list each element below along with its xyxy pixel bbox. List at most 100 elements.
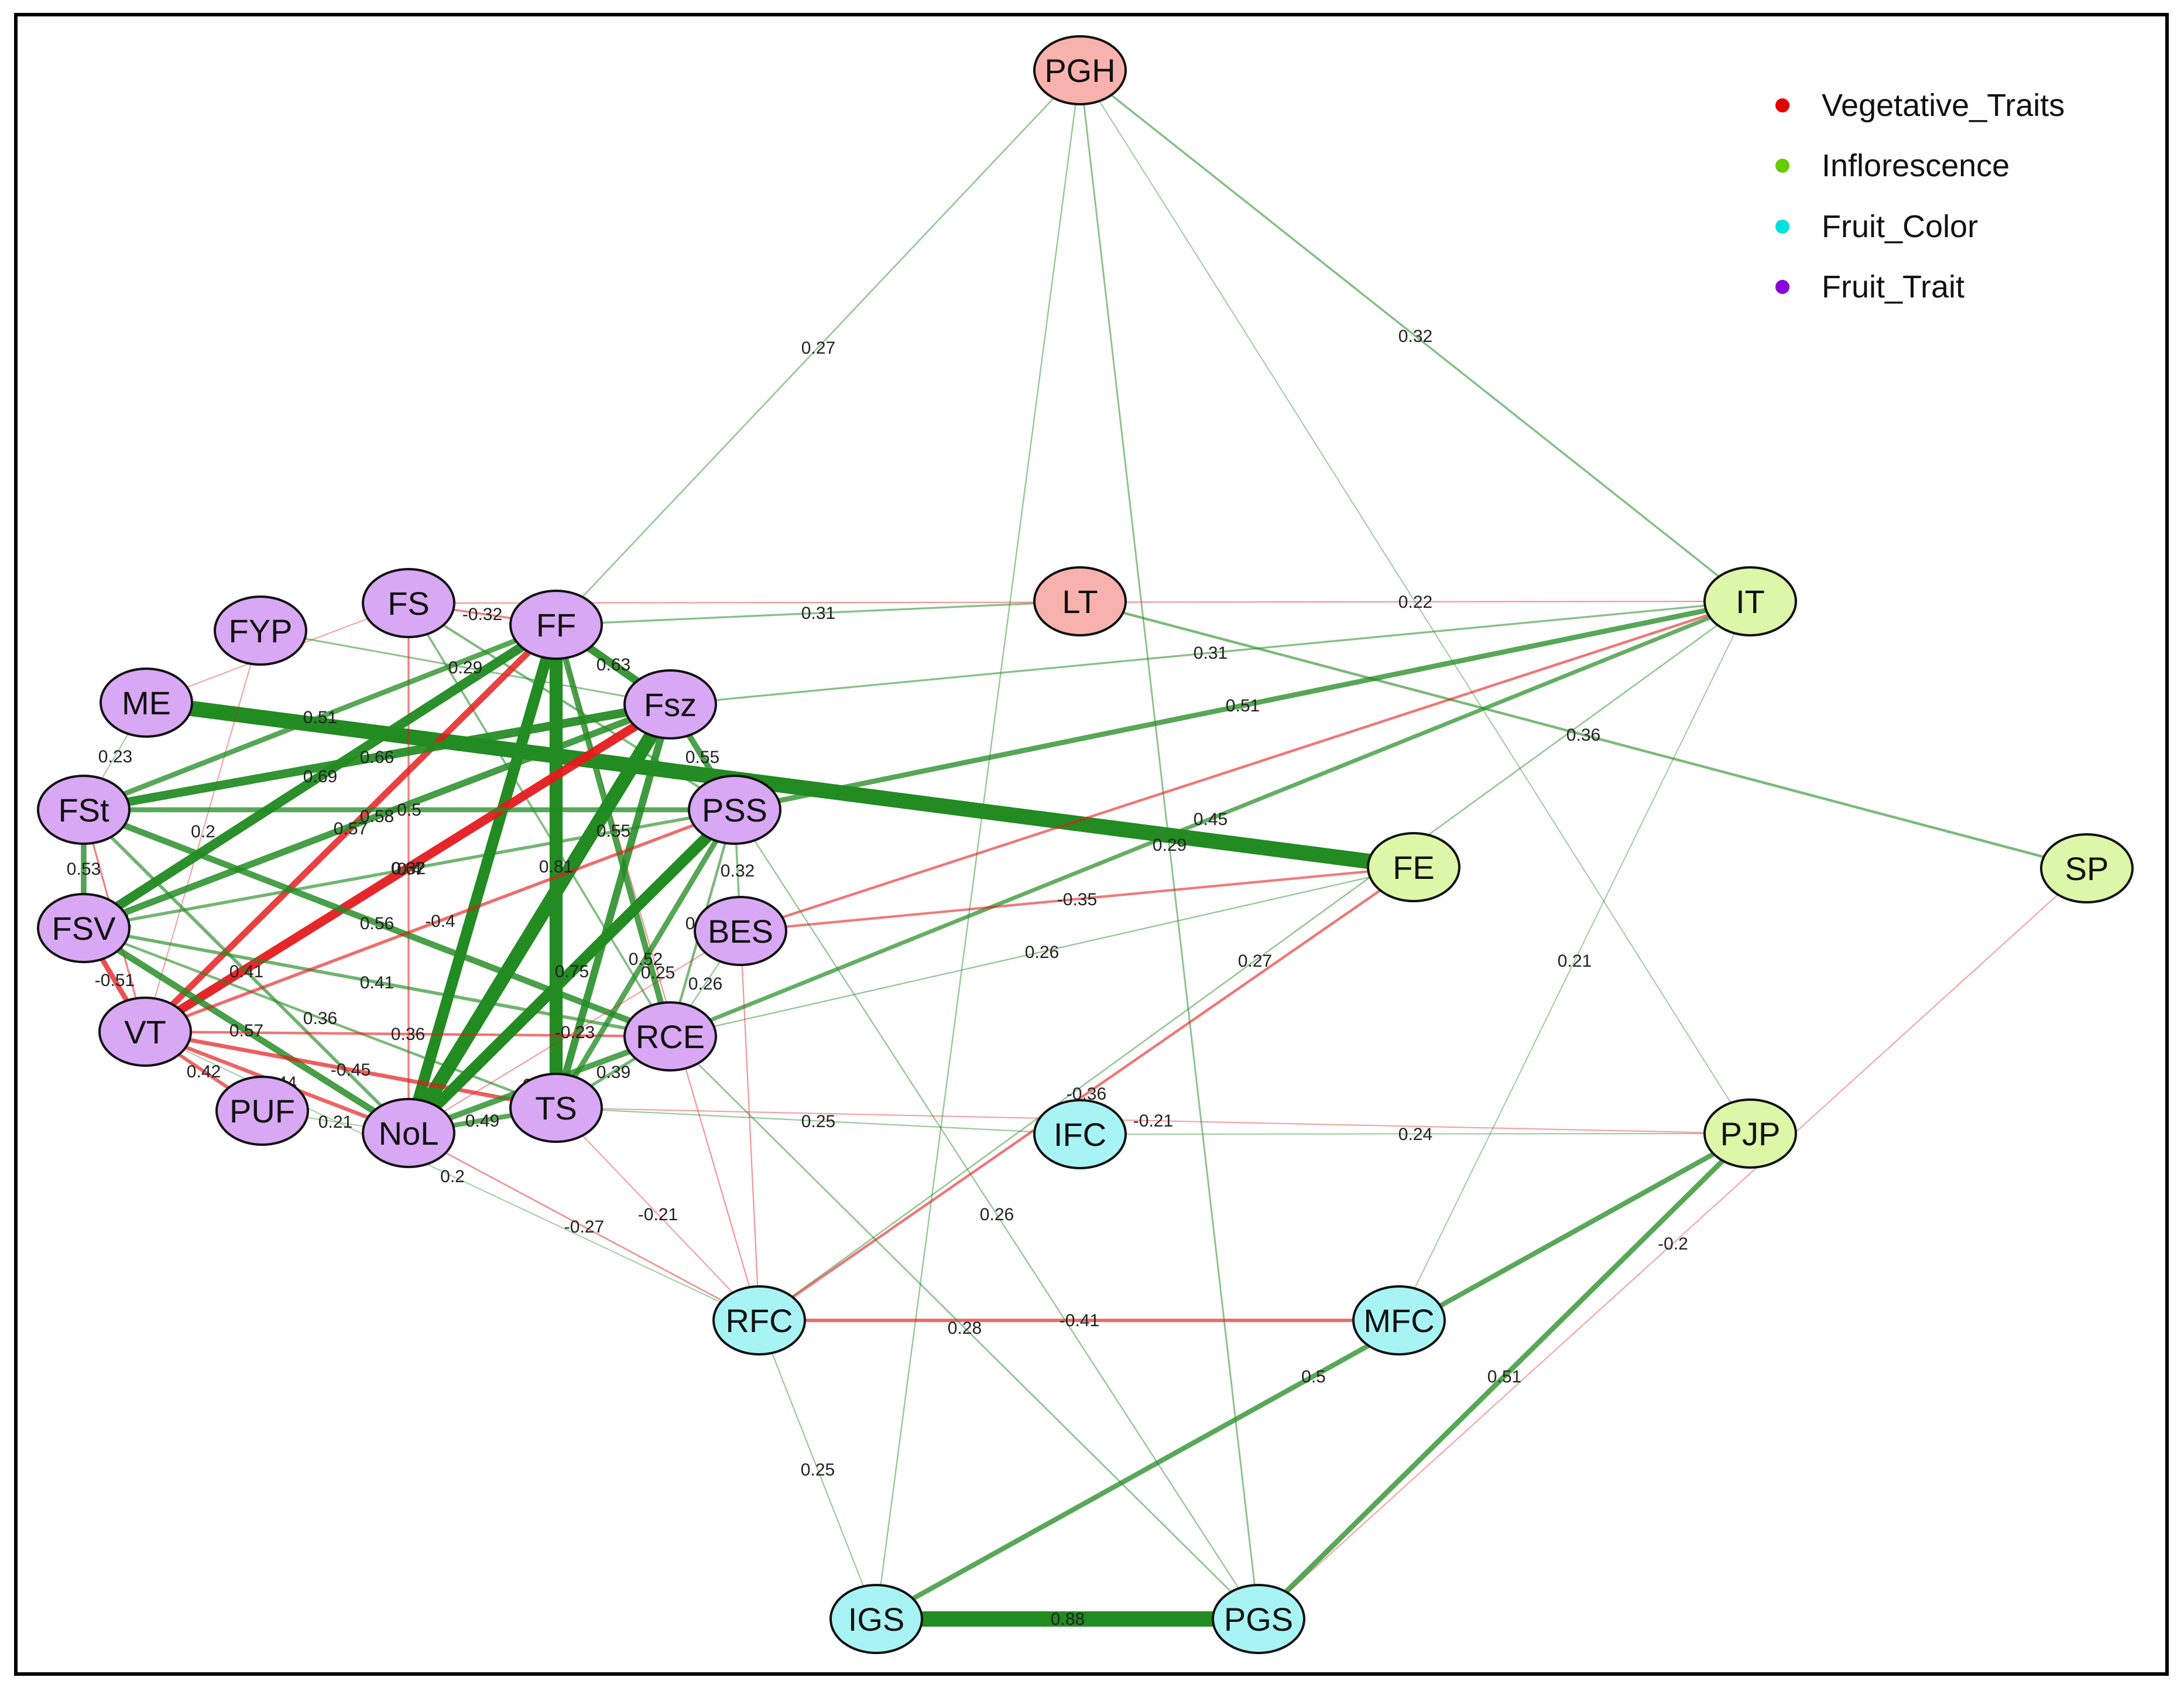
node-pgh[interactable]: PGH (1033, 35, 1127, 105)
node-pjp[interactable]: PJP (1703, 1098, 1797, 1169)
edge-label-ff-fsz: 0.63 (596, 655, 630, 675)
edge-label-ff-ts: 0.81 (539, 857, 573, 877)
edge-pgh-pjp (1079, 70, 1751, 1134)
node-sp[interactable]: SP (2040, 833, 2134, 903)
edge-pgh-it (1079, 69, 1751, 603)
edge-label-fst-rce: 0.56 (360, 914, 394, 933)
edge-rfc-igs (758, 1319, 877, 1620)
node-pss[interactable]: PSS (688, 775, 781, 845)
node-lt[interactable]: LT (1033, 566, 1127, 636)
edge-label-lt-sp: 0.36 (1566, 725, 1600, 745)
node-fst[interactable]: FSt (37, 775, 131, 845)
edge-fsv-pss (82, 808, 736, 930)
node-me[interactable]: ME (100, 668, 193, 738)
edge-label-rfc-igs: 0.25 (801, 1460, 835, 1480)
node-shape (509, 590, 603, 660)
node-shape (362, 568, 455, 638)
node-rfc[interactable]: RFC (712, 1285, 806, 1355)
edge-label-fsz-fsv: 0.58 (360, 807, 394, 826)
legend-label-vegetative: Vegetative_Traits (1822, 88, 2065, 123)
edge-label-puf-vt: 0.42 (187, 1062, 221, 1081)
edge-label-fst-fsv: 0.53 (67, 860, 101, 879)
node-ff[interactable]: FF (509, 590, 603, 660)
node-shape (1033, 566, 1127, 636)
nodes-layer: PGH LT IT FE SP PJP IFC RFC MFC IGS PGS FS FYP FF ME Fs… (37, 35, 2134, 1654)
node-label: FE (1393, 849, 1435, 886)
node-igs[interactable]: IGS (829, 1584, 923, 1654)
edge-label-nol-ts: 0.49 (465, 1111, 499, 1131)
node-fsv[interactable]: FSV (37, 893, 131, 963)
node-ifc[interactable]: IFC (1033, 1099, 1127, 1169)
edge-label-pjp-igs: 0.5 (1301, 1367, 1326, 1387)
node-shape (37, 775, 131, 845)
edge-lt-sp (1078, 600, 2089, 870)
node-fyp[interactable]: FYP (214, 595, 307, 666)
edge-label-rce-bes: 0.26 (688, 974, 722, 994)
edge-ts-pss (553, 807, 738, 1111)
node-label: PGH (1044, 52, 1115, 89)
edge-label-fst-pss: 0.5 (397, 800, 421, 820)
node-shape (1212, 1584, 1305, 1654)
node-puf[interactable]: PUF (215, 1076, 309, 1146)
edge-label-ff-fsv: 0.69 (303, 767, 337, 786)
node-shape (362, 1098, 455, 1168)
node-ts[interactable]: TS (509, 1073, 603, 1143)
node-fs[interactable]: FS (362, 568, 455, 638)
edge-label-nol-pss: 0.75 (555, 962, 589, 981)
node-pgs[interactable]: PGS (1212, 1584, 1305, 1654)
legend-label-fruit-color: Fruit_Color (1822, 209, 1978, 244)
edge-fyp-vt (145, 630, 261, 1032)
edge-label-rce-pgs: 0.28 (948, 1319, 982, 1338)
node-label: FYP (229, 612, 293, 649)
node-label: FS (388, 585, 430, 622)
node-rce[interactable]: RCE (623, 1001, 717, 1072)
node-label: PGS (1224, 1601, 1293, 1638)
node-label: TS (535, 1090, 577, 1127)
edge-fe-rce (669, 866, 1415, 1038)
edge-nol-pss (403, 804, 740, 1139)
edge-me-fe (138, 694, 1422, 875)
edge-label-fyp-vt: 0.2 (191, 822, 215, 841)
edge-bes-rfc (739, 930, 760, 1322)
node-label: MFC (1363, 1302, 1434, 1339)
node-shape (37, 893, 131, 963)
legend-dot-vegetative (1775, 98, 1789, 112)
node-fsz[interactable]: Fsz (623, 669, 717, 740)
node-fe[interactable]: FE (1367, 832, 1460, 902)
node-shape (1367, 832, 1460, 902)
edge-ff-lt (555, 600, 1081, 626)
edge-pss-pgs (733, 809, 1260, 1620)
edge-fst-rce (80, 806, 674, 1040)
edge-pss-it (732, 598, 1753, 813)
node-vt[interactable]: VT (98, 997, 192, 1067)
edge-label-ff-rfc: 0.25 (641, 963, 675, 983)
edge-label-fsv-rce: 0.41 (360, 973, 394, 992)
node-label: BES (708, 913, 773, 950)
edge-label-pjp-pgs: 0.51 (1487, 1367, 1521, 1387)
edge-label-puf-nol: 0.21 (318, 1112, 352, 1132)
node-label: FF (536, 607, 576, 643)
node-nol[interactable]: NoL (362, 1098, 455, 1168)
legend-label-inflorescence: Inflorescence (1822, 148, 2010, 183)
node-shape (623, 669, 717, 740)
edge-fe-bes (739, 865, 1415, 933)
edge-ts-ifc (555, 1107, 1081, 1135)
edge-label-fsv-nol: 0.57 (229, 1021, 263, 1040)
node-shape (98, 997, 192, 1067)
node-mfc[interactable]: MFC (1352, 1285, 1446, 1355)
edge-pjp-igs (873, 1131, 1753, 1622)
legend-item-fruit-color: Fruit_Color (1775, 209, 1978, 244)
node-label: RFC (725, 1302, 793, 1339)
edge-label-igs-pgs: 0.88 (1051, 1610, 1085, 1629)
edge-it-rce (668, 599, 1753, 1039)
edge-label-fyp-fsz: 0.29 (448, 658, 482, 677)
node-shape (1033, 1099, 1127, 1169)
edge-label-pss-bes: 0.32 (721, 861, 755, 881)
edge-it-bes (739, 600, 1752, 933)
node-shape (829, 1584, 923, 1654)
edge-label-pss-pgs: 0.26 (980, 1205, 1014, 1224)
node-it[interactable]: IT (1703, 566, 1797, 636)
node-bes[interactable]: BES (694, 896, 787, 966)
edge-bes-nol (408, 930, 741, 1134)
node-shape (623, 1001, 717, 1072)
